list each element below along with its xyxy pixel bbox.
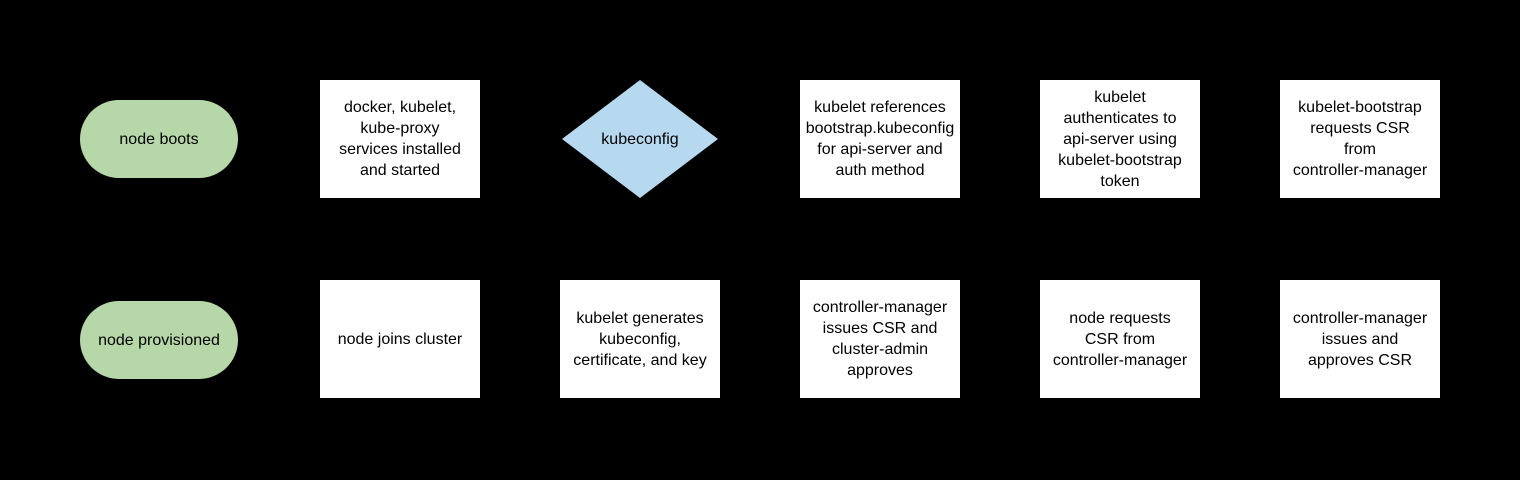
process-kubelet-references-bootstrap-kubeconfig: kubelet references bootstrap.kubeconfig … bbox=[800, 80, 960, 198]
process-kubelet-generates-kubeconfig: kubelet generates kubeconfig, certificat… bbox=[560, 280, 720, 398]
process-kubelet-authenticates: kubelet authenticates to api-server usin… bbox=[1040, 80, 1200, 198]
process-kubelet-references-label: kubelet references bootstrap.kubeconfig … bbox=[805, 99, 955, 179]
terminator-node-provisioned: node provisioned bbox=[80, 301, 238, 379]
process-node-joins-cluster-label: node joins cluster bbox=[337, 330, 463, 348]
process-node-requests-csr: node requests CSR from controller-manage… bbox=[1040, 280, 1200, 398]
process-cm-issues-approves-csr-label: controller-manager issues and approves C… bbox=[1292, 309, 1428, 369]
process-kubelet-authenticates-label: kubelet authenticates to api-server usin… bbox=[1058, 88, 1182, 190]
process-node-joins-cluster: node joins cluster bbox=[320, 280, 480, 398]
process-cm-issues-approves-csr: controller-manager issues and approves C… bbox=[1280, 280, 1440, 398]
process-cm-issues-csr-admin-approves-label: controller-manager issues CSR and cluste… bbox=[812, 299, 948, 379]
process-services-installed-label: docker, kubelet, kube-proxy services ins… bbox=[339, 99, 461, 179]
decision-diamond-shape bbox=[562, 80, 718, 198]
process-services-installed: docker, kubelet, kube-proxy services ins… bbox=[320, 80, 480, 198]
process-kubelet-bootstrap-requests-csr-label: kubelet-bootstrap requests CSR from cont… bbox=[1292, 99, 1428, 179]
process-kubelet-bootstrap-requests-csr: kubelet-bootstrap requests CSR from cont… bbox=[1280, 80, 1440, 198]
process-kubelet-generates-kubeconfig-label: kubelet generates kubeconfig, certificat… bbox=[573, 309, 707, 369]
decision-diamond-polygon bbox=[562, 80, 718, 198]
process-node-requests-csr-label: node requests CSR from controller-manage… bbox=[1052, 309, 1188, 369]
terminator-node-boots: node boots bbox=[80, 100, 238, 178]
process-cm-issues-csr-admin-approves: controller-manager issues CSR and cluste… bbox=[800, 280, 960, 398]
decision-kubeconfig-label: kubeconfig bbox=[601, 130, 679, 148]
terminator-node-boots-label: node boots bbox=[119, 130, 199, 148]
decision-kubeconfig: kubeconfig bbox=[560, 80, 720, 198]
terminator-node-provisioned-label: node provisioned bbox=[98, 331, 220, 349]
